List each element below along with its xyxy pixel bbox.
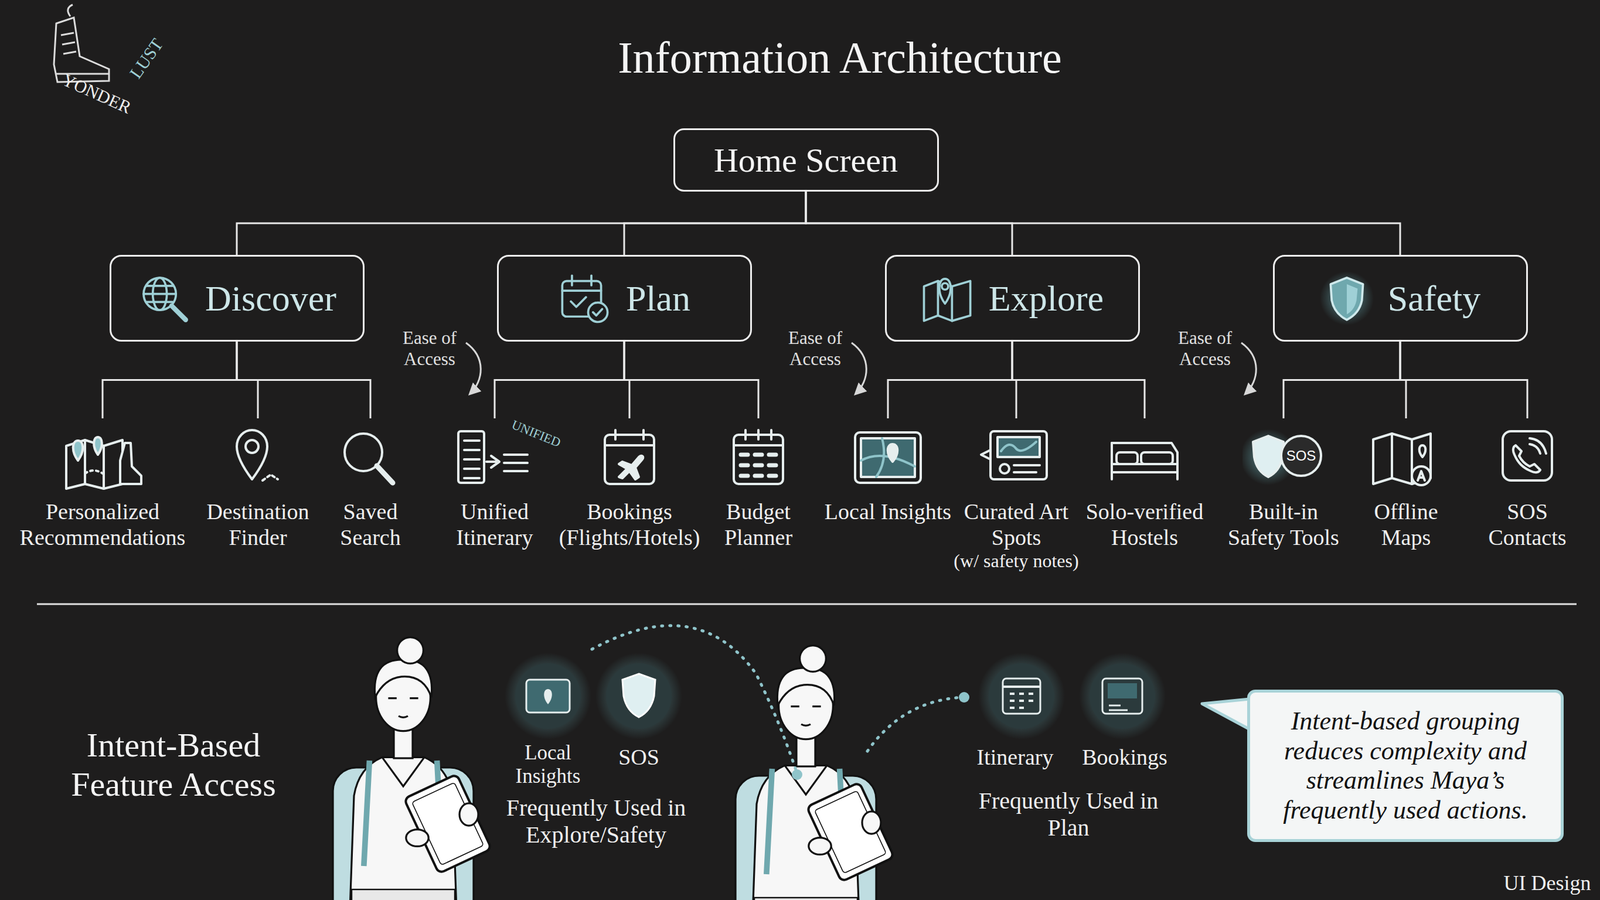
node: Local Insights (823, 418, 953, 526)
feature-icon (588, 425, 671, 490)
icon-caption: SOS (618, 744, 660, 771)
node-title: Home Screen (713, 140, 898, 180)
node: Safety (1272, 254, 1528, 342)
node: Personalized Recommendations (14, 418, 191, 551)
dot (791, 769, 803, 781)
node: Explore (884, 254, 1140, 342)
feature-label: Curated Art Spots (945, 499, 1087, 551)
traveler-figure (735, 645, 895, 900)
feature-label: Saved Search (311, 499, 430, 551)
feature-label: Bookings (Flights/Hotels) (547, 499, 712, 551)
node: SOS Contacts (1471, 418, 1584, 551)
feature-label: (w/ safety notes) (953, 550, 1079, 573)
category-icon (920, 271, 975, 326)
feature-label: Solo-verified Hostels (1068, 499, 1221, 551)
tree-connector (236, 341, 371, 419)
feature-label: Budget Planner (693, 499, 823, 551)
feature-icon (216, 425, 299, 490)
icon-caption: Bookings (1081, 744, 1168, 771)
node: Curated Art Spots(w/ safety notes) (945, 418, 1087, 573)
feature-label: Personalized Recommendations (14, 499, 191, 551)
usage-note: Frequently Used in Plan (968, 787, 1169, 842)
node: Plan (496, 254, 752, 342)
feature-icon (61, 425, 144, 490)
feature-label: SOS Contacts (1471, 499, 1584, 551)
feature-label: Unified Itinerary (430, 499, 560, 551)
tree-connector (236, 191, 806, 255)
feature-icon (329, 425, 412, 490)
feature-icon (975, 425, 1058, 490)
node: Saved Search (311, 418, 430, 551)
usage-note: Frequently Used in Explore/Safety (490, 794, 702, 849)
category-label: Plan (625, 277, 691, 320)
feature-label: Local Insights (824, 499, 952, 526)
feature-icon (846, 425, 929, 490)
feature-icon (717, 425, 800, 490)
category-icon (557, 271, 612, 326)
logo-text: LUST (125, 34, 168, 83)
category-icon (1319, 271, 1374, 326)
annotation: Ease of Access (388, 327, 471, 370)
icon-text: UNIFIED (509, 417, 563, 451)
node: Intent-based grouping reduces complexity… (1247, 689, 1564, 843)
tree-connector (624, 191, 806, 255)
tree-connector (1012, 341, 1145, 419)
tree-connector (1400, 341, 1528, 419)
node: Discover (109, 254, 365, 342)
node: Offline Maps (1350, 418, 1462, 551)
node: Solo-verified Hostels (1068, 418, 1221, 551)
logo-text: YONDER (59, 69, 135, 118)
diagram-title: Information Architecture (617, 32, 1062, 84)
tree-connector (1283, 341, 1401, 419)
logo-shoe (53, 4, 110, 83)
traveler-figure (332, 637, 492, 900)
dot (958, 692, 970, 703)
feature-icon (1486, 425, 1569, 490)
footer-text: UI Design (1503, 871, 1592, 896)
category-label: Explore (988, 277, 1104, 320)
icon-caption: Local Insights (492, 741, 604, 789)
feature-label: Destination Finder (196, 499, 320, 551)
tree-connector (805, 191, 1401, 255)
feature-icon (1103, 425, 1186, 490)
callout-text: Intent-based grouping reduces complexity… (1270, 706, 1541, 826)
section-heading: Intent-Based Feature Access (38, 726, 309, 805)
node: Home Screen (673, 128, 939, 192)
feature-label: Built-in Safety Tools (1227, 499, 1340, 551)
icon-text: SOS (1286, 447, 1317, 465)
node: Budget Planner (693, 418, 823, 551)
icon-caption: Itinerary (976, 744, 1054, 771)
dotted-path (591, 625, 963, 774)
category-icon (137, 271, 192, 326)
feature-icon (1364, 425, 1448, 490)
node: Destination Finder (196, 418, 320, 551)
annotation: Ease of Access (1163, 327, 1247, 370)
tree-connector (887, 341, 1013, 419)
node: Built-in Safety Tools (1227, 418, 1340, 551)
tree-connector (494, 341, 625, 419)
ease-arrow (465, 342, 1256, 394)
tree-connector (624, 341, 759, 419)
category-label: Discover (205, 277, 337, 320)
category-label: Safety (1387, 277, 1481, 320)
annotation: Ease of Access (774, 327, 857, 370)
feature-icon (504, 652, 1166, 740)
divider (36, 603, 1577, 606)
node: Bookings (Flights/Hotels) (547, 418, 712, 551)
feature-label: Offline Maps (1350, 499, 1462, 551)
tree-connector (102, 341, 237, 419)
